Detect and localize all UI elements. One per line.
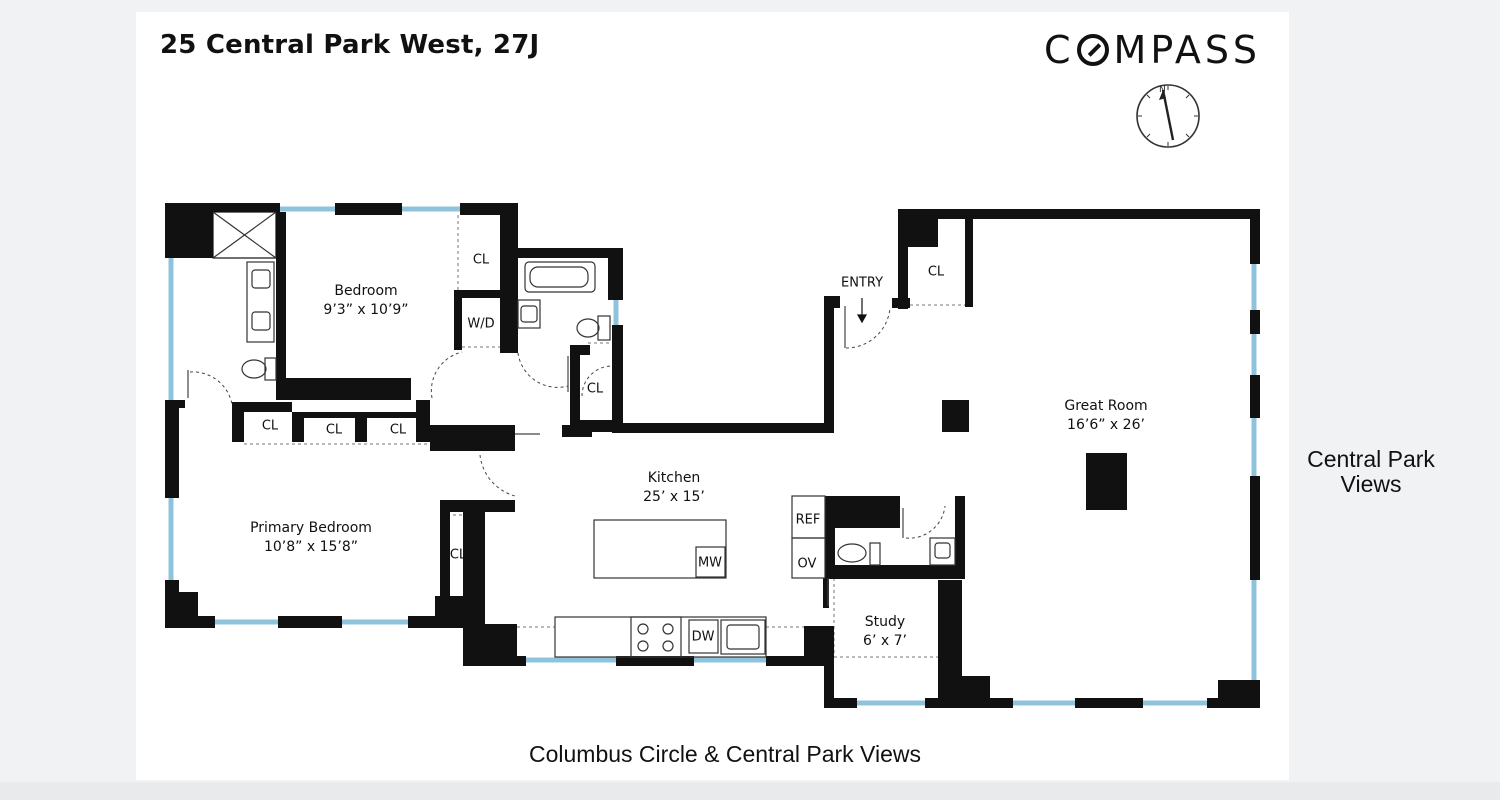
room-label-great-room: Great Room 16’6” x 26’ [1064, 397, 1147, 435]
microwave-label: MW [697, 555, 723, 571]
study-size: 6’ x 7’ [863, 633, 907, 649]
bedroom-name: Bedroom [334, 283, 398, 299]
refrigerator-label: REF [795, 512, 821, 528]
kitchen-size: 25’ x 15’ [643, 489, 705, 505]
dishwasher-label: DW [691, 629, 715, 645]
closet-label: CL [449, 547, 467, 563]
bottom-strip [0, 782, 1500, 800]
room-label-bedroom: Bedroom 9’3” x 10’9” [323, 282, 408, 320]
compass-north-label: N [1159, 85, 1166, 95]
room-label-study: Study 6’ x 7’ [863, 613, 907, 651]
logo-prefix: C [1044, 28, 1075, 72]
bedroom-size: 9’3” x 10’9” [323, 302, 409, 318]
logo-suffix: MPASS [1113, 28, 1262, 72]
entry-label: ENTRY [840, 275, 884, 291]
great-room-size: 16’6” x 26’ [1067, 417, 1145, 433]
closet-label: CL [586, 381, 604, 397]
logo-o-icon [1076, 34, 1109, 66]
closet-label: CL [325, 422, 343, 438]
listing-title: 25 Central Park West, 27J [160, 30, 540, 60]
oven-label: OV [797, 556, 817, 572]
south-view-note: Columbus Circle & Central Park Views [529, 741, 921, 767]
room-label-kitchen: Kitchen 25’ x 15’ [643, 469, 705, 507]
kitchen-name: Kitchen [647, 470, 701, 486]
room-label-primary-bedroom: Primary Bedroom 10’8” x 15’8” [250, 519, 372, 557]
closet-label: CL [389, 422, 407, 438]
study-name: Study [864, 614, 906, 630]
closet-label: CL [261, 418, 279, 434]
compass-rose-icon: N [1136, 84, 1200, 148]
primary-bedroom-size: 10’8” x 15’8” [263, 539, 359, 555]
washer-dryer-label: W/D [467, 316, 495, 332]
compass-logo: C MPASS [1044, 28, 1262, 72]
east-view-note: Central Park Views [1307, 446, 1435, 497]
great-room-name: Great Room [1064, 398, 1148, 414]
primary-bedroom-name: Primary Bedroom [250, 520, 372, 536]
closet-label: CL [927, 264, 945, 280]
closet-label: CL [472, 252, 490, 268]
